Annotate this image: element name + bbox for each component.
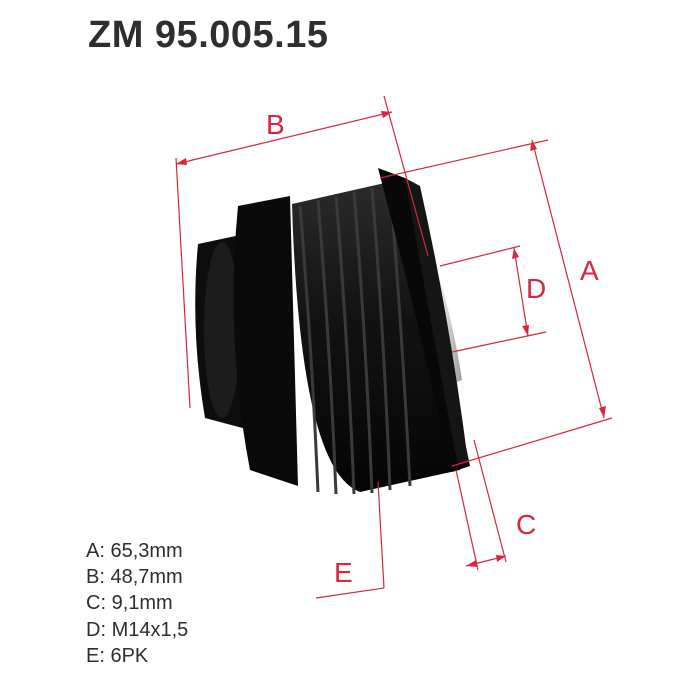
pulley-ribs <box>298 183 412 495</box>
spec-value: 65,3mm <box>110 540 183 562</box>
dimension-label-a: A <box>580 255 599 286</box>
dimension-label-c: C <box>516 509 536 540</box>
spec-key: E <box>86 644 100 667</box>
dimension-lines <box>175 95 613 599</box>
dimension-label-e: E <box>334 557 353 588</box>
spec-key: D <box>86 618 101 641</box>
spec-value: 6PK <box>110 644 149 667</box>
pulley-front-face <box>405 178 468 466</box>
dimension-label-d: D <box>526 273 546 304</box>
pulley-rear-flange <box>233 196 298 486</box>
spec-value: 48,7mm <box>110 566 183 589</box>
spec-row-b: B: 48,7mm <box>86 566 183 589</box>
product-code-title: ZM 95.005.15 <box>88 14 329 56</box>
dimension-arrowheads <box>176 111 606 567</box>
spec-value: M14x1,5 <box>111 618 189 641</box>
spec-key: A <box>86 540 100 562</box>
pulley-grooved-body <box>292 180 460 492</box>
spec-value: 9,1mm <box>111 592 173 615</box>
inner-hub-face <box>204 242 240 418</box>
spec-key: B <box>86 566 100 589</box>
spec-row-e: E: 6PK <box>86 644 149 667</box>
pulley-part <box>195 168 470 495</box>
spec-row-d: D: M14x1,5 <box>86 618 189 641</box>
spec-row-a: A: 65,3mm <box>86 540 183 562</box>
spec-row-c: C: 9,1mm <box>86 592 173 615</box>
dimension-label-b: B <box>266 109 285 140</box>
specifications-list: A: 65,3mm B: 48,7mm C: 9,1mm D: M14x1,5 … <box>86 538 188 669</box>
spec-key: C <box>86 592 101 615</box>
